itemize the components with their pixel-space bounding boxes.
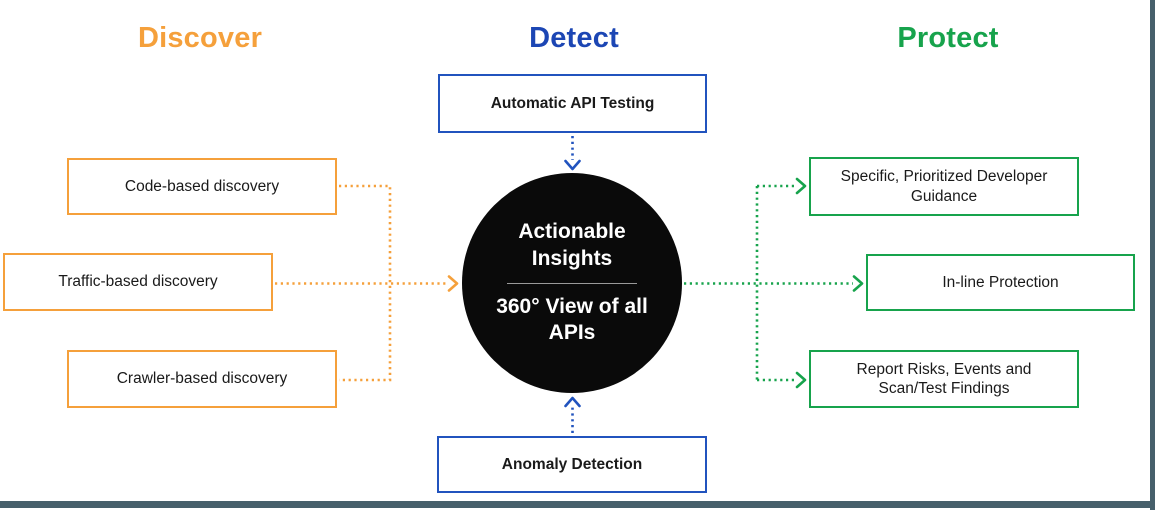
green-arrow-middle-icon xyxy=(852,275,864,292)
green-arrow-top-icon xyxy=(795,177,807,195)
slide-right-edge xyxy=(1150,0,1155,510)
blue-down-arrow-icon xyxy=(564,159,581,171)
developer-guidance-label: Specific, Prioritized Developer Guidance xyxy=(840,168,1048,205)
orange-arrow-icon xyxy=(447,275,459,292)
blue-up-arrow-icon xyxy=(564,396,581,408)
code-based-discovery-box: Code-based discovery xyxy=(67,158,337,215)
slide-bottom-edge xyxy=(0,501,1155,508)
circle-line2: 360° View of all APIs xyxy=(496,294,648,345)
crawler-based-discovery-label: Crawler-based discovery xyxy=(116,370,288,388)
developer-guidance-box: Specific, Prioritized Developer Guidance xyxy=(809,157,1079,216)
automatic-api-testing-box: Automatic API Testing xyxy=(438,74,707,133)
discover-heading: Discover xyxy=(137,22,263,54)
detect-heading: Detect xyxy=(529,22,619,54)
anomaly-detection-box: Anomaly Detection xyxy=(437,436,707,493)
report-risks-label: Report Risks, Events and Scan/Test Findi… xyxy=(856,360,1032,397)
anomaly-detection-label: Anomaly Detection xyxy=(501,455,643,473)
traffic-based-discovery-label: Traffic-based discovery xyxy=(58,273,218,291)
report-risks-box: Report Risks, Events and Scan/Test Findi… xyxy=(809,350,1079,408)
traffic-based-discovery-box: Traffic-based discovery xyxy=(3,253,273,311)
orange-branch-line xyxy=(339,184,392,382)
code-based-discovery-label: Code-based discovery xyxy=(124,177,280,195)
green-arrow-bottom-icon xyxy=(795,371,807,389)
inline-protection-box: In-line Protection xyxy=(866,254,1135,311)
protect-heading: Protect xyxy=(897,22,999,54)
crawler-based-discovery-box: Crawler-based discovery xyxy=(67,350,337,408)
circle-line1: Actionable Insights xyxy=(518,219,626,270)
automatic-api-testing-label: Automatic API Testing xyxy=(490,94,655,112)
inline-protection-label: In-line Protection xyxy=(942,273,1059,291)
actionable-insights-circle: Actionable Insights 360° View of all API… xyxy=(462,173,682,393)
circle-divider xyxy=(507,282,637,284)
